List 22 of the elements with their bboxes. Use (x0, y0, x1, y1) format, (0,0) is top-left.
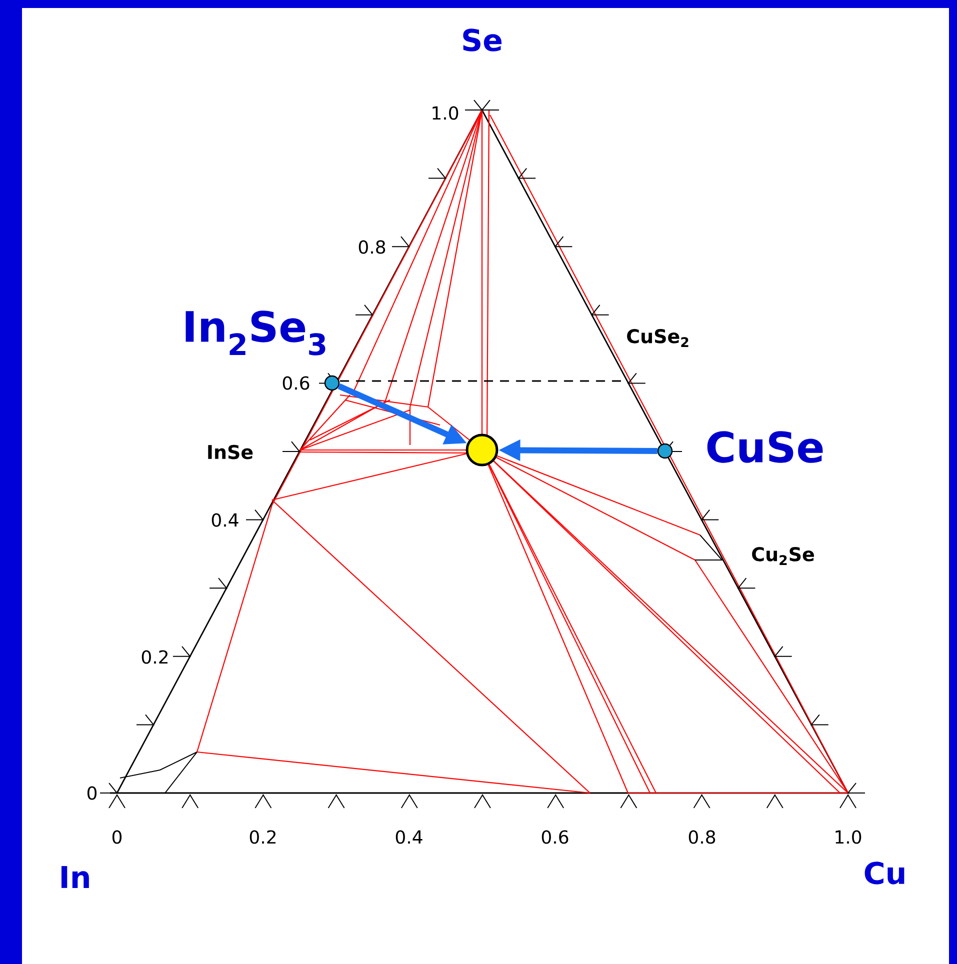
tick-label: 0.4 (212, 513, 238, 527)
axis-title: Cu (864, 862, 904, 884)
tick-label: 1.0 (432, 106, 458, 120)
tick-label: 0.2 (250, 830, 276, 844)
compound-label: CuSe (707, 431, 823, 463)
phase-label: InSe (208, 444, 253, 460)
point-marker (324, 375, 340, 391)
tick-label: 0.8 (358, 240, 386, 254)
tick-label: 0 (87, 786, 97, 800)
phase-label: CuSe$_{2}$ (627, 329, 688, 348)
point-marker (657, 443, 673, 459)
tick-label: 1.0 (836, 830, 862, 844)
axis-title: Se (463, 28, 502, 52)
tick-label: 0.8 (688, 830, 716, 844)
axis-title: In (62, 866, 89, 888)
tick-label: 0.2 (142, 650, 168, 664)
tick-label: 0.6 (282, 376, 310, 390)
compound-label: In$_{2}$Se$_{3}$ (186, 310, 326, 356)
tick-label: 0 (112, 830, 122, 844)
tick-label: 0.4 (396, 830, 422, 844)
phase-label: Cu$_{2}$Se (752, 547, 814, 566)
tick-label: 0.6 (542, 830, 568, 844)
